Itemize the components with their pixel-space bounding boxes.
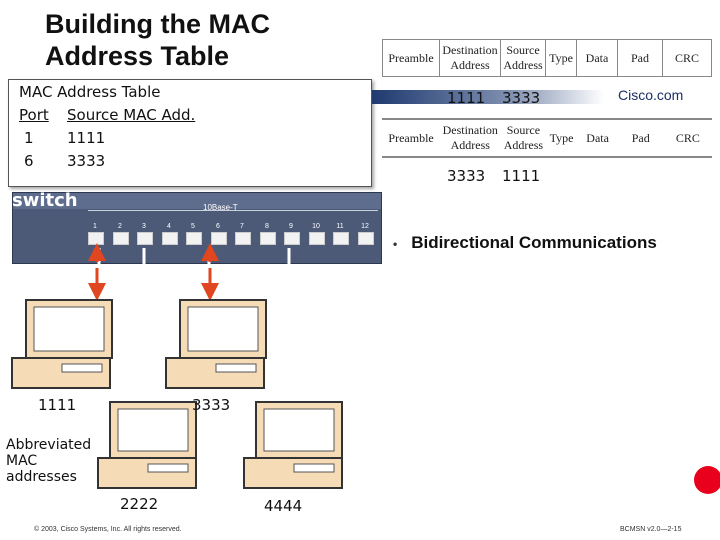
frame-field: Destination Address: [439, 39, 501, 77]
abbreviated-note-line: addresses: [6, 469, 77, 485]
computer-label: 4444: [264, 497, 303, 515]
switch-port: [186, 232, 202, 245]
switch-port: [162, 232, 178, 245]
frame-field: Source Address: [500, 39, 546, 77]
switch-port-number: 10: [312, 223, 320, 230]
footer-copyright: © 2003, Cisco Systems, Inc. All rights r…: [34, 526, 182, 533]
switch-port: [235, 232, 251, 245]
mac-table-col-port: Port: [19, 106, 49, 124]
switch-port: [113, 232, 129, 245]
bullet-icon: •: [393, 237, 398, 251]
switch-device: 10Base-T: [12, 192, 382, 264]
frame-field: Preamble: [381, 119, 440, 157]
switch-port-number: 6: [216, 223, 220, 230]
switch-port: [358, 232, 374, 245]
switch-port-number: 3: [142, 223, 146, 230]
computer-icon: [165, 299, 267, 389]
frame1-dest-address: 1111: [447, 89, 486, 107]
page-title: Building the MAC Address Table: [45, 8, 270, 72]
computer-icon: [11, 299, 113, 389]
abbreviated-note: Abbreviated MAC addresses: [6, 437, 91, 485]
abbreviated-note-line: Abbreviated: [6, 437, 92, 453]
switch-port-number: 11: [336, 223, 344, 230]
frame-field: Data: [576, 119, 619, 157]
ethernet-frame-header: Preamble Destination Address Source Addr…: [382, 39, 712, 77]
brand-bar: [372, 90, 604, 104]
frame1-src-address: 3333: [502, 89, 541, 107]
switch-model-label: 10Base-T: [203, 203, 238, 212]
mac-table-heading: MAC Address Table: [19, 83, 161, 101]
title-line-1: Building the MAC: [45, 9, 270, 39]
mac-table-row-mac: 1111: [67, 129, 106, 147]
frame-field: Type: [545, 119, 578, 157]
switch-port: [211, 232, 227, 245]
footer-slide-id: BCMSN v2.0—2-15: [620, 526, 682, 533]
computer-label: 3333: [192, 396, 231, 414]
frame-field: CRC: [662, 119, 712, 157]
switch-port-number: 5: [191, 223, 195, 230]
frame-field: Source Address: [500, 119, 546, 157]
switch-port: [260, 232, 276, 245]
mac-table-row-port: 6: [24, 152, 34, 170]
bullet-text: Bidirectional Communications: [411, 233, 657, 252]
switch-port-number: 4: [167, 223, 171, 230]
switch-label: switch: [12, 190, 78, 211]
mac-table-row-mac: 3333: [67, 152, 106, 170]
switch-port: [309, 232, 325, 245]
switch-port-number: 8: [265, 223, 269, 230]
mac-table-row-port: 1: [24, 129, 34, 147]
cisco-logo: Cisco.com: [618, 87, 684, 103]
frame2-src-address: 1111: [502, 167, 541, 185]
frame2-dest-address: 3333: [447, 167, 486, 185]
frame-field: CRC: [662, 39, 712, 77]
bullet-point: • Bidirectional Communications: [393, 233, 657, 253]
switch-port: [333, 232, 349, 245]
switch-port-number: 1: [93, 223, 97, 230]
frame-field: Destination Address: [439, 119, 501, 157]
switch-port-number: 9: [289, 223, 293, 230]
abbreviated-note-line: MAC: [6, 453, 38, 469]
red-dot-icon: [694, 466, 720, 494]
switch-port-number: 2: [118, 223, 122, 230]
switch-port-number: 7: [240, 223, 244, 230]
switch-port-number: 12: [361, 223, 369, 230]
mac-table-col-mac: Source MAC Add.: [67, 106, 196, 124]
frame-field: Pad: [617, 39, 663, 77]
frame-field: Preamble: [382, 39, 440, 77]
mac-address-table-box: MAC Address Table Port Source MAC Add. 1…: [8, 79, 372, 187]
computer-icon: [97, 401, 197, 489]
ethernet-frame-header-2: Preamble Destination Address Source Addr…: [381, 118, 712, 158]
frame-field: Pad: [617, 119, 664, 157]
computer-icon: [243, 401, 343, 489]
title-line-2: Address Table: [45, 41, 230, 71]
computer-label: 1111: [38, 396, 77, 414]
switch-port: [137, 232, 153, 245]
computer-label: 2222: [120, 495, 159, 513]
switch-port: [284, 232, 300, 245]
frame-field: Data: [576, 39, 618, 77]
